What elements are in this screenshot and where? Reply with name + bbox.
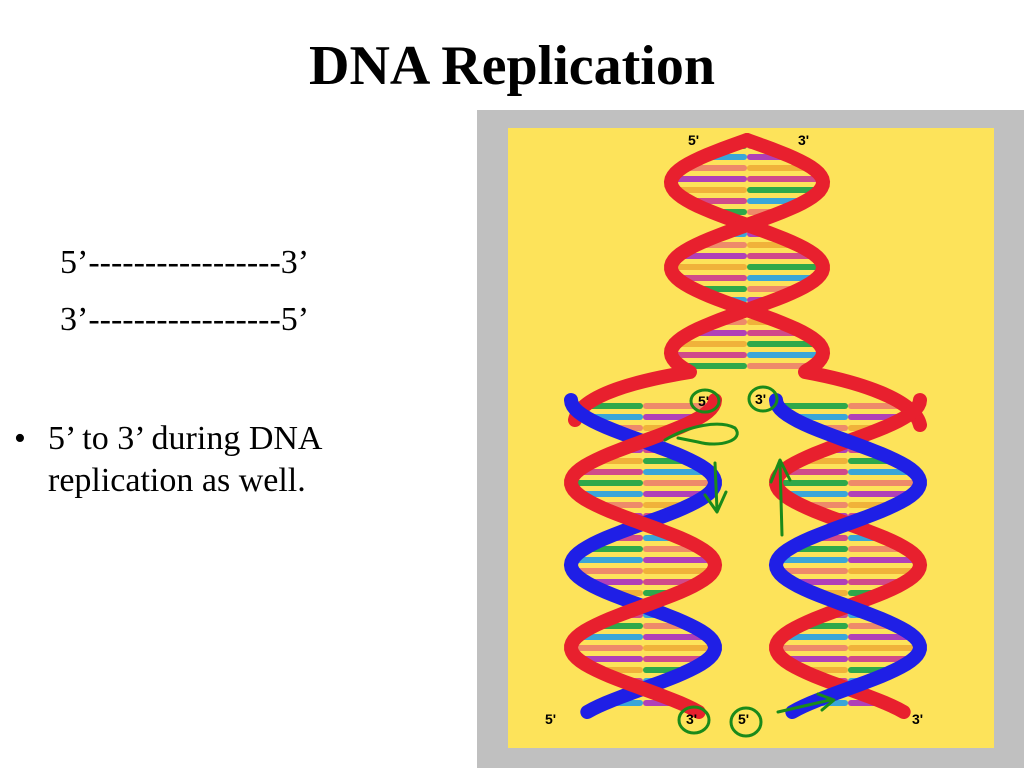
label-bottom-left-5prime: 5'	[545, 711, 556, 727]
parent-helix-base-pair	[673, 187, 747, 193]
parent-helix-base-pair	[671, 176, 747, 182]
daughter-left-helix-base-pair	[571, 645, 643, 651]
label-fork-3prime: 3'	[755, 391, 766, 407]
parent-helix-base-pair	[671, 352, 747, 358]
parent-helix-base-pair	[676, 275, 747, 281]
daughter-right-helix-base-pair	[848, 557, 919, 563]
parent-helix-base-pair	[747, 187, 821, 193]
label-fork-5prime: 5'	[698, 393, 709, 409]
daughter-left-helix-strand-a	[564, 393, 723, 719]
parent-helix-base-pair	[747, 352, 823, 358]
daughter-left-helix-base-pair	[643, 491, 709, 497]
parent-helix-base-pair	[677, 253, 747, 259]
bullet-list: • 5’ to 3’ during DNA replication as wel…	[14, 418, 384, 502]
daughter-left-helix-base-pair	[571, 480, 643, 486]
parent-helix-base-pair	[747, 341, 820, 347]
parent-helix-base-pair	[671, 264, 747, 270]
daughter-right-helix-base-pair	[848, 568, 919, 574]
daughter-left-helix-base-pair	[572, 557, 643, 563]
daughter-right-helix-base-pair	[777, 568, 848, 574]
parent-helix-base-pair	[747, 176, 823, 182]
label-bottom-right-3prime: 3'	[912, 711, 923, 727]
label-bottom-left-3prime: 3'	[686, 711, 697, 727]
daughter-right-helix-base-pair	[781, 634, 848, 640]
annotation-down-arrow-icon	[703, 461, 728, 514]
daughter-left-helix-base-pair	[576, 469, 643, 475]
daughter-right-helix-base-pair	[777, 403, 848, 409]
daughter-right-helix-base-pair	[848, 491, 914, 497]
annotation-circle	[677, 705, 711, 735]
daughter-left-helix-strand-b	[563, 393, 722, 719]
parent-helix-base-pair	[747, 253, 817, 259]
parent-helix-strand-a	[664, 133, 831, 378]
bullet-item: 5’ to 3’ during DNA replication as well.	[48, 420, 321, 499]
annotation-group	[663, 385, 836, 738]
label-top-5prime: 5'	[688, 132, 699, 148]
daughter-right-helix-base-pair	[776, 480, 848, 486]
annotation-up-arrow-icon	[769, 458, 792, 537]
daughter-left-helix-base-pair	[572, 568, 643, 574]
daughter-left-helix-base-pair	[577, 491, 643, 497]
daughter-right-helix-base-pair	[782, 656, 848, 662]
daughter-left-helix-base-pair	[643, 568, 714, 574]
annotation-circle	[729, 706, 763, 738]
backbone-group	[563, 133, 928, 719]
label-top-3prime: 3'	[798, 132, 809, 148]
daughter-left-helix-base-pair	[643, 557, 714, 563]
daughter-right-helix-strand-b	[769, 393, 928, 719]
parent-helix-strand-b	[663, 133, 830, 378]
parent-helix-base-pair	[674, 341, 747, 347]
annotation-circle	[689, 388, 721, 414]
parent-helix-base-pair	[747, 363, 814, 369]
daughter-right-helix-base-pair	[848, 634, 915, 640]
daughter-right-helix-base-pair	[777, 557, 848, 563]
parent-helix-base-pair	[747, 264, 823, 270]
annotation-circle	[747, 385, 779, 413]
daughter-left-helix-base-pair	[643, 656, 709, 662]
daughter-right-helix-base-pair	[781, 469, 848, 475]
daughter-left-helix-base-pair	[643, 634, 710, 640]
bullet-marker: •	[14, 420, 26, 457]
daughter-right-helix-base-pair	[848, 656, 914, 662]
page-title: DNA Replication	[309, 35, 715, 97]
strand-label-top: 5’-----------------3’	[60, 244, 310, 281]
annotation-right-arrow-icon	[776, 692, 836, 714]
daughter-right-helix-base-pair	[776, 645, 848, 651]
label-bottom-right-5prime: 5'	[738, 711, 749, 727]
daughter-right-helix-base-pair	[848, 645, 920, 651]
daughter-left-helix-base-pair	[643, 469, 710, 475]
daughter-left-helix-base-pair	[577, 656, 643, 662]
daughter-right-helix-base-pair	[782, 491, 848, 497]
daughter-left-helix-base-pair	[576, 634, 643, 640]
annotation-loop-arrow	[663, 422, 739, 446]
daughter-left-helix-base-pair	[643, 480, 715, 486]
daughter-right-helix-base-pair	[848, 480, 920, 486]
strand-label-bottom: 3’-----------------5’	[60, 301, 310, 338]
parent-helix-base-pair	[747, 275, 818, 281]
daughter-left-helix-base-pair	[643, 645, 715, 651]
parent-helix-base-pair	[680, 363, 747, 369]
daughter-right-helix-base-pair	[848, 469, 915, 475]
daughter-right-helix-strand-a	[768, 393, 927, 719]
